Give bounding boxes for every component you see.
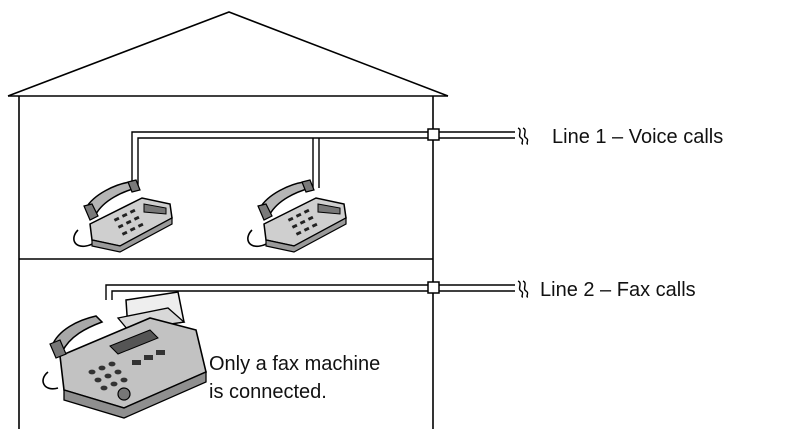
desk-telephone-icon: [73, 179, 173, 253]
line-2-wiring: [105, 284, 515, 300]
fax-note-line-1: Only a fax machine: [209, 353, 380, 375]
fax-machine-icon: [42, 291, 207, 419]
line-1-jack: [427, 128, 440, 141]
line-1-label: Line 1 – Voice calls: [552, 126, 723, 148]
fax-note-line-2: is connected.: [209, 381, 327, 403]
cable-break-icon: [517, 127, 529, 145]
line-2-jack: [427, 281, 440, 294]
cable-break-icon: [517, 280, 529, 298]
line-2-label: Line 2 – Fax calls: [540, 279, 696, 301]
house-outline-icon: [7, 11, 449, 429]
desk-telephone-icon: [247, 179, 347, 253]
line-1-wiring: [131, 131, 515, 188]
